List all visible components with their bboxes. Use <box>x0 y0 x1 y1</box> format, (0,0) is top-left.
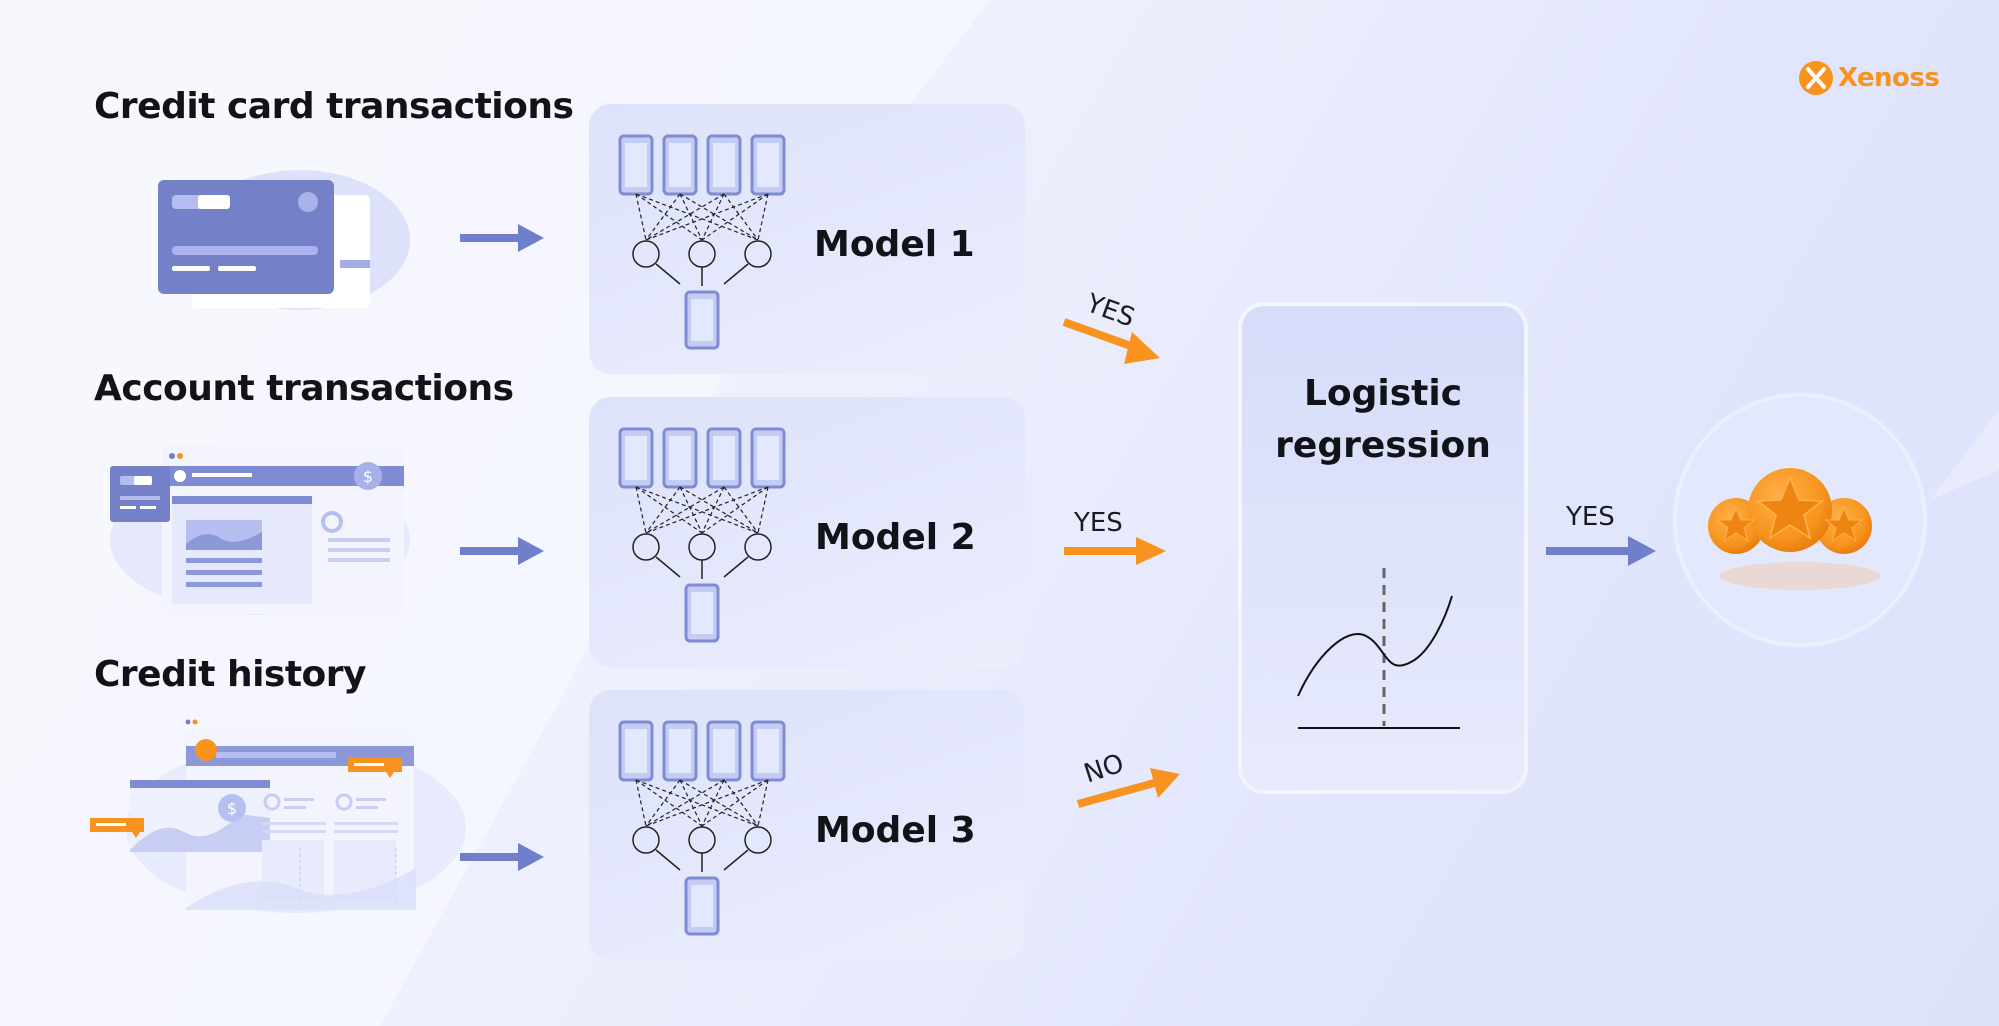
lr-title-line-1: Logistic <box>1303 373 1463 414</box>
input-arrow-3 <box>460 843 544 871</box>
final-arrow <box>1546 536 1656 566</box>
input-label-account: Account transactions <box>94 368 514 409</box>
brand-name: Xenoss <box>1838 63 1940 93</box>
gold-coins-icon <box>1708 468 1880 590</box>
model-1-label: Model 1 <box>814 224 975 265</box>
model-card-2 <box>589 397 1025 667</box>
credit-history-icon: $ <box>90 719 466 913</box>
neural-network-icon <box>618 427 786 643</box>
input-label-credit-card: Credit card transactions <box>94 86 574 127</box>
xenoss-logo-icon <box>1799 61 1833 95</box>
model-card-3 <box>589 690 1025 960</box>
decision-arrow-1 <box>1062 318 1160 364</box>
input-arrow-2 <box>460 537 544 565</box>
decision-label-2: YES <box>1074 508 1123 538</box>
logistic-regression-card: Logistic regression <box>1242 306 1524 790</box>
decision-arrow-2 <box>1064 537 1166 565</box>
decision-arrow-3 <box>1076 768 1180 808</box>
input-arrow-1 <box>460 224 544 252</box>
input-label-credit-history: Credit history <box>94 654 367 695</box>
brand-logo[interactable]: Xenoss <box>1798 58 1940 98</box>
model-card-1 <box>589 104 1025 374</box>
dashboard-icon: $ <box>110 446 410 615</box>
regression-curve-icon <box>1297 568 1460 729</box>
final-decision-label: YES <box>1566 502 1615 532</box>
credit-card-icon <box>158 170 410 310</box>
model-3-label: Model 3 <box>815 810 976 851</box>
neural-network-icon <box>618 720 786 936</box>
model-2-label: Model 2 <box>815 517 976 558</box>
svg-text:$: $ <box>363 467 373 486</box>
svg-text:$: $ <box>227 799 237 818</box>
neural-network-icon <box>618 134 786 350</box>
lr-title-line-2: regression <box>1275 425 1491 466</box>
logistic-regression-title: Logistic regression <box>1242 368 1524 472</box>
